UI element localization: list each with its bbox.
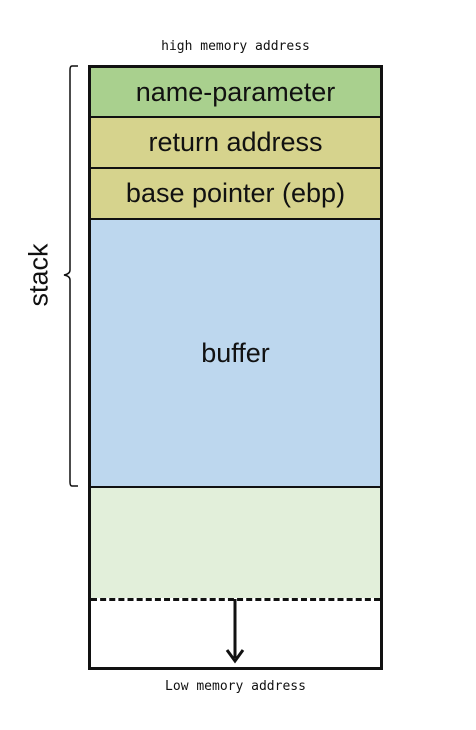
return-address-block: return address [91, 118, 380, 169]
free-stack-region [91, 488, 380, 598]
low-memory-label: Low memory address [165, 679, 306, 694]
high-memory-label: high memory address [161, 39, 310, 54]
buffer-block: buffer [91, 220, 380, 488]
stack-limit-dashed-line [91, 598, 380, 601]
brace-left-icon [63, 65, 78, 487]
stack-label: stack [23, 243, 54, 307]
name-parameter-block: name-parameter [91, 68, 380, 118]
memory-stack-frame: name-parameter return address base point… [88, 65, 383, 670]
base-pointer-block: base pointer (ebp) [91, 169, 380, 220]
